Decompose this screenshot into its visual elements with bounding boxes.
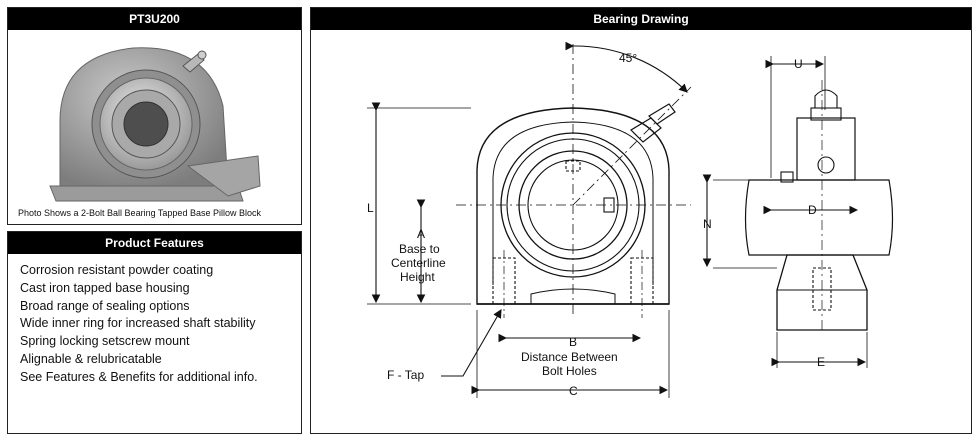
dim-label-L: L [367, 201, 374, 215]
dim-label-C: C [569, 384, 578, 398]
dim-label-N: N [703, 217, 712, 231]
features-list: Corrosion resistant powder coating Cast … [8, 254, 301, 387]
dim-desc-A-2: Centerline [391, 256, 446, 270]
angle-label: 45° [619, 51, 637, 65]
feature-item: Broad range of sealing options [20, 298, 190, 313]
drawing-panel-title: Bearing Drawing [311, 8, 971, 30]
front-view [367, 41, 692, 398]
dim-label-D: D [808, 203, 817, 217]
bearing-drawing: 45° L A Base to Centerline Height B Dist… [367, 41, 894, 398]
dim-desc-B-2: Bolt Holes [542, 364, 597, 378]
feature-item: Corrosion resistant powder coating [20, 263, 214, 277]
features-panel-title: Product Features [8, 232, 301, 254]
features-panel: Product Features Corrosion resistant pow… [7, 231, 302, 434]
feature-item: See Features & Benefits for additional i… [20, 369, 258, 384]
photo-panel: PT3U200 [7, 7, 302, 225]
dim-label-U: U [794, 57, 803, 71]
drawing-panel: Bearing Drawing [310, 7, 972, 434]
dim-label-A: A [417, 227, 425, 241]
product-photo [38, 36, 278, 208]
dim-label-B: B [569, 335, 577, 349]
photo-caption: Photo Shows a 2-Bolt Ball Bearing Tapped… [18, 208, 261, 218]
feature-item: Spring locking setscrew mount [20, 334, 190, 349]
dim-desc-A-3: Height [400, 270, 435, 284]
photo-panel-title: PT3U200 [8, 8, 301, 30]
side-view [702, 56, 894, 368]
dim-desc-B-1: Distance Between [521, 350, 618, 364]
feature-item: Alignable & relubricatable [20, 351, 162, 366]
dim-label-F: F - Tap [387, 368, 424, 382]
feature-item: Wide inner ring for increased shaft stab… [20, 316, 256, 331]
dim-desc-A-1: Base to [399, 242, 440, 256]
dim-label-E: E [817, 355, 825, 369]
feature-item: Cast iron tapped base housing [20, 280, 190, 295]
